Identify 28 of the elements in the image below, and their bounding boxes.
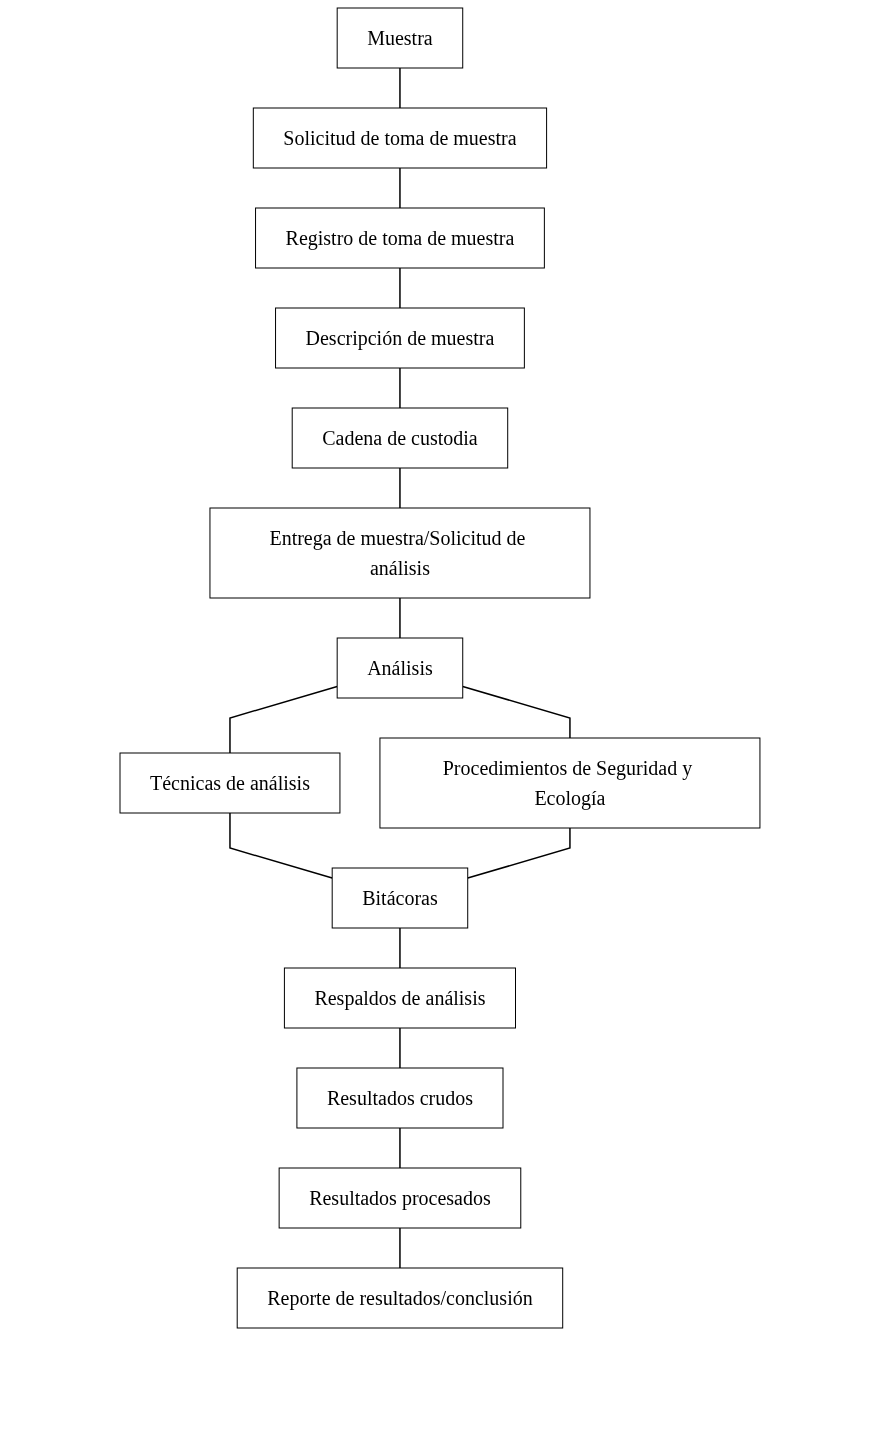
node-box: Muestra bbox=[336, 7, 464, 69]
node-box: Procedimientos de Seguridad y Ecología bbox=[379, 737, 761, 829]
node-box: Respaldos de análisis bbox=[283, 967, 517, 1029]
node-box: Registro de toma de muestra bbox=[255, 207, 545, 269]
node-box: Descripción de muestra bbox=[275, 307, 525, 369]
node-box: Técnicas de análisis bbox=[119, 752, 341, 814]
connector bbox=[229, 685, 338, 754]
node-box: Entrega de muestra/Solicitud de análisis bbox=[209, 507, 591, 599]
connector bbox=[399, 1127, 401, 1169]
connector bbox=[399, 467, 401, 509]
connector bbox=[399, 167, 401, 209]
connector bbox=[399, 67, 401, 109]
node-box: Resultados procesados bbox=[278, 1167, 522, 1229]
node-box: Cadena de custodia bbox=[291, 407, 509, 469]
node-box: Reporte de resultados/conclusión bbox=[236, 1267, 564, 1329]
connector bbox=[399, 1227, 401, 1269]
connector bbox=[229, 812, 333, 879]
node-box: Resultados crudos bbox=[296, 1067, 504, 1129]
connector bbox=[399, 367, 401, 409]
connector bbox=[399, 597, 401, 639]
connector bbox=[462, 685, 571, 739]
connector bbox=[399, 927, 401, 969]
node-box: Bitácoras bbox=[331, 867, 469, 929]
node-box: Solicitud de toma de muestra bbox=[252, 107, 548, 169]
connector bbox=[399, 1027, 401, 1069]
connector bbox=[399, 267, 401, 309]
connector bbox=[467, 827, 571, 879]
node-box: Análisis bbox=[336, 637, 464, 699]
